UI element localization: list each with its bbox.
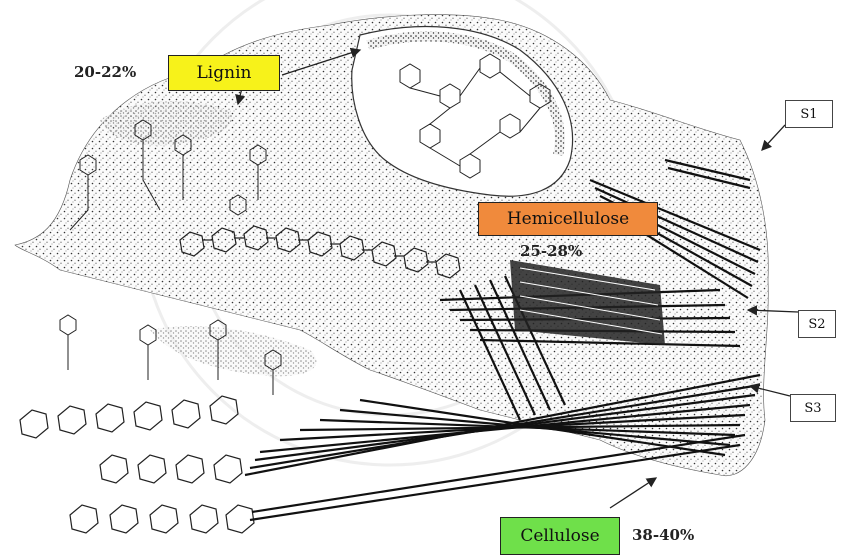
layer-s3-label: S3 xyxy=(790,394,836,422)
cellulose-label: Cellulose xyxy=(500,517,620,555)
lignin-label-text: Lignin xyxy=(197,63,252,83)
cellulose-chains xyxy=(20,396,254,533)
cellulose-percent: 38-40% xyxy=(632,526,694,544)
hemicellulose-label: Hemicellulose xyxy=(478,202,658,236)
lignin-percent: 20-22% xyxy=(74,63,136,81)
lignin-label: Lignin xyxy=(168,55,280,91)
layer-s2-label: S2 xyxy=(798,310,836,338)
cellulose-label-text: Cellulose xyxy=(520,526,599,546)
hemicellulose-label-text: Hemicellulose xyxy=(507,209,629,229)
hemicellulose-percent: 25-28% xyxy=(520,242,582,260)
layer-s1-label: S1 xyxy=(785,100,833,128)
